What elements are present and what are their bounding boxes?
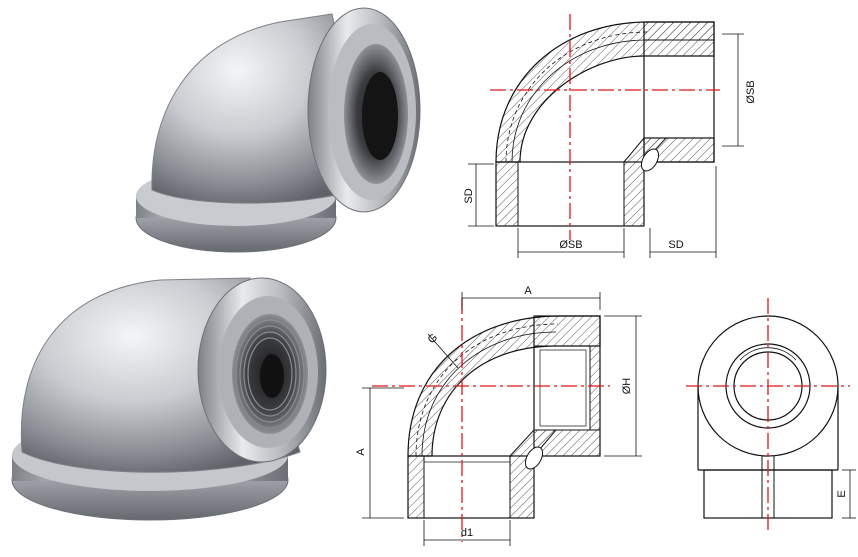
end-view-centerlines [686,298,850,530]
dim-outer-dia: ØH [621,378,633,395]
elbow-photo-threaded [11,277,327,521]
elbow-photo-socket-weld [135,7,421,253]
dim-end-side: E [836,490,848,497]
dim-center-to-end-left: A [355,448,367,456]
thread-lines-icon [235,319,305,429]
bottom-centerlines [372,298,610,542]
dim-bottom-socket-depth: SD [668,239,683,251]
dim-right-bore: ØSB [745,80,757,103]
bottom-section-drawing: A G ØH A d1 [355,285,642,546]
top-centerlines [490,14,720,240]
dim-left-socket-depth: SD [463,188,475,203]
dim-bottom-bore: ØSB [559,239,582,251]
dim-thread: G [426,332,441,347]
end-view-drawing: E [686,298,856,530]
dim-port-bottom: d1 [461,527,473,539]
dim-center-to-end-top: A [524,285,532,297]
top-section-drawing: ØSB SD ØSB SD [463,14,757,258]
